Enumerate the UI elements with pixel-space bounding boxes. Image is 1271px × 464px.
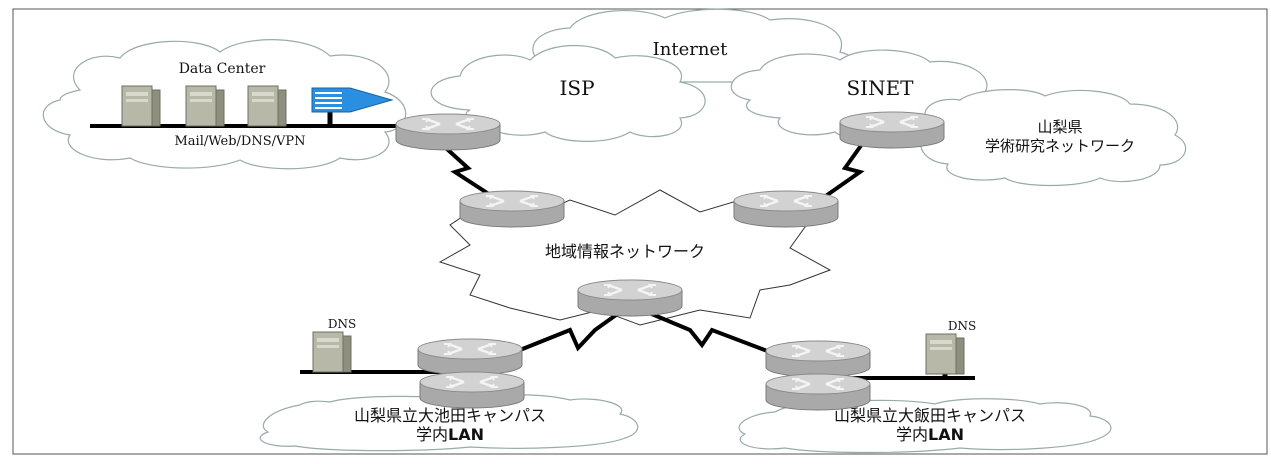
router-regional-east-icon [732, 189, 840, 229]
dns-server-left-icon [312, 331, 352, 373]
data-center-label: Data Center [179, 61, 266, 77]
router-campus-left-lower-icon [418, 370, 526, 410]
diagram-frame [12, 8, 1268, 455]
isp-cloud [430, 45, 706, 142]
dns-right-label: DNS [948, 319, 976, 333]
web-server-icon [185, 85, 225, 127]
vpn-firewall-icon [311, 87, 394, 113]
academic-network-label-line1: 山梨県 [1037, 118, 1082, 136]
router-regional-west-icon [458, 189, 566, 229]
dns-server-icon [247, 85, 287, 127]
router-campus-right-upper-icon [764, 339, 872, 379]
campus-right-label-line1: 山梨県立大飯田キャンパス [834, 406, 1026, 425]
router-campus-left-upper-icon [416, 337, 524, 377]
router-campus-right-lower-icon [764, 372, 872, 412]
academic-network-label-line2: 学術研究ネットワーク [985, 137, 1135, 155]
router-sinet-icon [838, 110, 946, 150]
router-regional-core-icon [576, 278, 684, 318]
dns-left-label: DNS [328, 317, 356, 331]
academic-network-cloud [919, 89, 1187, 187]
campus-left-label-line2: 学内LAN [416, 425, 484, 444]
internet-label: Internet [653, 39, 728, 60]
wan-link-datacenter [435, 138, 500, 202]
campus-right-label-line2: 学内LAN [896, 425, 964, 444]
isp-label: ISP [559, 76, 594, 100]
router-datacenter-icon [394, 112, 502, 152]
regional-network-label: 地域情報ネットワーク [545, 242, 705, 261]
campus-right-cloud [738, 398, 1112, 454]
mail-server-icon [121, 85, 161, 127]
campus-left-cloud [259, 394, 639, 452]
data-center-cloud [42, 39, 407, 170]
sinet-label: SINET [846, 76, 914, 100]
wan-link-sinet [818, 138, 867, 202]
wan-link-campus-left [519, 303, 632, 352]
campus-left-label-line1: 山梨県立大池田キャンパス [354, 406, 546, 425]
dns-server-right-icon [925, 333, 965, 375]
wan-link-campus-right [629, 303, 771, 354]
data-center-services-label: Mail/Web/DNS/VPN [174, 134, 305, 149]
